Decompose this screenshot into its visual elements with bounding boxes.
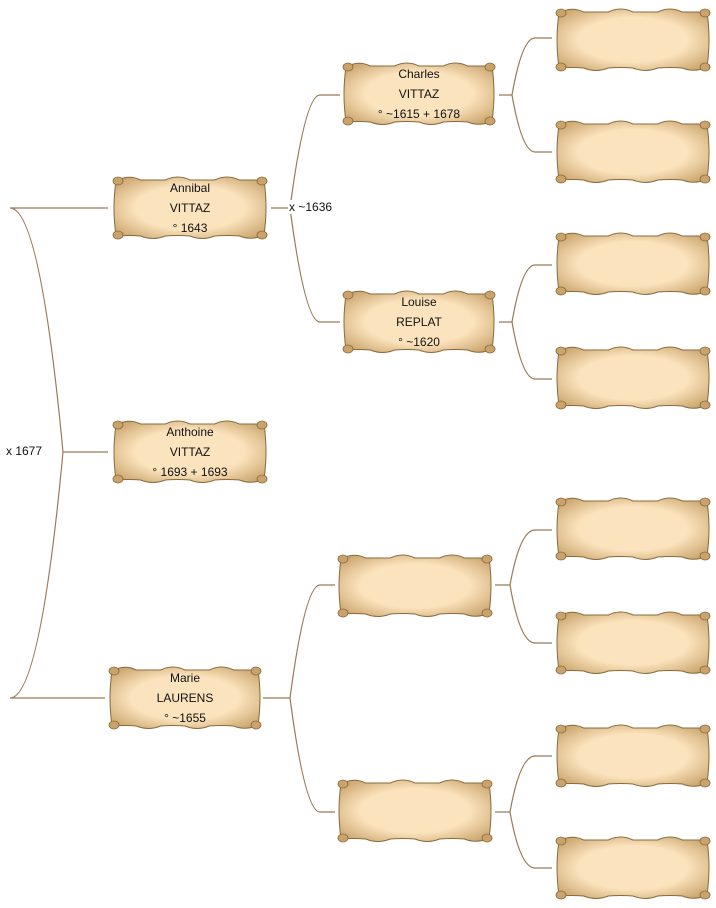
scroll-frame (555, 497, 711, 561)
surname: VITTAZ (169, 445, 211, 459)
person-card-mother[interactable]: Marie LAURENS ° ~1655 (106, 662, 264, 734)
connector-root-mother (9, 451, 105, 699)
scroll-frame (555, 836, 711, 900)
marriage-label-paternal-grandparents: x ~1636 (288, 200, 334, 214)
connector-mgf (495, 529, 552, 644)
scroll-frame (555, 724, 711, 788)
person-card-maternal-grandfather[interactable] (335, 550, 495, 622)
surname: VITTAZ (169, 201, 211, 215)
person-card-root[interactable]: Anthoine VITTAZ ° 1693 + 1693 (110, 416, 270, 488)
connector-pgm (499, 264, 552, 380)
scroll-frame (555, 611, 711, 675)
first-name: Anthoine (166, 425, 214, 439)
connector-father-down (289, 207, 340, 323)
scroll-frame (342, 62, 496, 126)
person-card-father[interactable]: Annibal VITTAZ ° 1643 (110, 172, 270, 244)
scroll-frame (112, 420, 268, 484)
surname: VITTAZ (398, 87, 440, 101)
person-card-great-grandparent-3[interactable] (553, 228, 713, 300)
dates: ° 1693 + 1693 (152, 465, 228, 479)
person-card-great-grandparent-5[interactable] (553, 493, 713, 565)
person-card-great-grandparent-7[interactable] (553, 720, 713, 792)
first-name: Charles (398, 67, 440, 81)
dates: ° ~1655 (164, 711, 206, 725)
marriage-label-parents: x 1677 (5, 444, 44, 458)
scroll-frame (337, 779, 493, 843)
person-card-great-grandparent-6[interactable] (553, 607, 713, 679)
connector-root-father (9, 207, 108, 453)
dates: ° 1643 (172, 221, 208, 235)
connector-mgm (495, 755, 552, 869)
person-card-paternal-grandmother[interactable]: Louise REPLAT ° ~1620 (340, 286, 498, 358)
surname: LAURENS (156, 691, 214, 705)
scroll-frame (112, 176, 268, 240)
person-card-great-grandparent-4[interactable] (553, 342, 713, 414)
person-card-paternal-grandfather[interactable]: Charles VITTAZ ° ~1615 + 1678 (340, 58, 498, 130)
dates: ° ~1615 + 1678 (377, 107, 461, 121)
first-name: Annibal (169, 181, 211, 195)
person-card-maternal-grandmother[interactable] (335, 775, 495, 847)
scroll-frame (108, 666, 262, 730)
scroll-frame (342, 290, 496, 354)
scroll-frame (337, 554, 493, 618)
surname: REPLAT (396, 315, 442, 329)
connector-father-up (289, 94, 340, 209)
connector-mother-up (289, 584, 335, 699)
scroll-frame (555, 346, 711, 410)
person-card-great-grandparent-2[interactable] (553, 116, 713, 188)
connector-mother-down (289, 697, 335, 813)
scroll-frame (555, 120, 711, 184)
connector-pgf (499, 37, 552, 153)
dates: ° ~1620 (398, 335, 440, 349)
scroll-frame (555, 232, 711, 296)
person-card-great-grandparent-8[interactable] (553, 832, 713, 904)
person-card-great-grandparent-1[interactable] (553, 4, 713, 76)
first-name: Marie (169, 671, 200, 685)
first-name: Louise (401, 295, 437, 309)
scroll-frame (555, 8, 711, 72)
